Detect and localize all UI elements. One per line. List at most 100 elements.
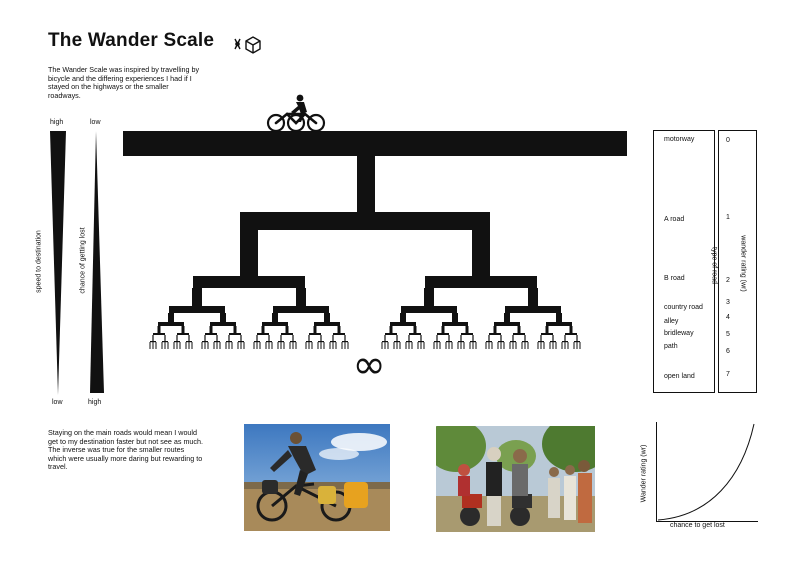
bridleway-drop [164,335,166,341]
alley-drop [493,326,497,334]
rating-value: 2 [726,277,730,284]
path-tip [204,342,206,349]
path-tip [549,342,551,349]
path-tip [411,342,413,349]
path-tip [347,342,349,349]
path-tip [463,342,465,349]
path-bar [434,341,440,343]
path-tip [555,342,557,349]
path-bar [254,341,260,343]
bridleway-bar [333,333,345,335]
path-tip [417,342,419,349]
path-tip [491,342,493,349]
road-type-path: path [664,343,678,350]
path-bar [550,341,556,343]
alley-drop [209,326,213,334]
path-bar [238,341,244,343]
country-road-drop [556,313,562,323]
bridleway-bar [437,333,449,335]
bridleway-drop [292,335,294,341]
path-tip [283,342,285,349]
bridleway-bar [461,333,473,335]
bridleway-drop [540,335,542,341]
rating-value: 5 [726,331,730,338]
rating-column [718,130,757,393]
bridleway-drop [320,335,322,341]
path-tip [472,342,474,349]
path-tip [289,342,291,349]
wander-rating-label: wander rating (wr) [739,235,747,292]
bridleway-bar [513,333,525,335]
road-type-open-land: open land [664,373,695,380]
alley-bar [314,322,340,326]
path-bar [394,341,400,343]
road-type-b-road: B road [664,275,685,282]
path-tip [265,342,267,349]
bridleway-drop [396,335,398,341]
bridleway-drop [436,335,438,341]
path-tip [475,342,477,349]
bridleway-drop [256,335,258,341]
path-tip [317,342,319,349]
path-tip [271,342,273,349]
bridleway-drop [564,335,566,341]
path-tip [527,342,529,349]
a-road-bar [240,212,490,230]
alley-bar [494,322,520,326]
path-bar [418,341,424,343]
bridleway-drop [152,335,154,341]
bridleway-bar [229,333,241,335]
alley-drop [517,326,521,334]
bridleway-drop [216,335,218,341]
alley-bar [442,322,468,326]
path-tip [161,342,163,349]
alley-drop [285,326,289,334]
path-tip [521,342,523,349]
bridleway-bar [153,333,165,335]
path-tip [579,342,581,349]
bridleway-bar [409,333,421,335]
path-tip [457,342,459,349]
road-type-alley: alley [664,318,679,325]
path-tip [436,342,438,349]
path-tip [573,342,575,349]
path-tip [176,342,178,349]
path-tip [451,342,453,349]
cyclist-icon [266,94,326,133]
bridleway-drop [384,335,386,341]
path-tip [497,342,499,349]
path-tip [387,342,389,349]
country-road-drop [168,313,174,323]
path-bar [446,341,452,343]
country-road-drop [324,313,330,323]
bridleway-drop [176,335,178,341]
path-tip [213,342,215,349]
path-tip [329,342,331,349]
path-tip [237,342,239,349]
path-bar [522,341,528,343]
bridleway-drop [512,335,514,341]
page-title: The Wander Scale [48,30,215,51]
alley-drop [441,326,445,334]
bike-parts-icon [234,36,261,54]
path-tip [240,342,242,349]
path-bar [174,341,180,343]
alley-drop [465,326,469,334]
path-bar [162,341,168,343]
lost-wedge [90,131,104,393]
bridleway-drop [240,335,242,341]
path-tip [311,342,313,349]
path-tip [567,342,569,349]
b-road-bar [193,276,305,288]
path-tip [488,342,490,349]
bridleway-drop [188,335,190,341]
b-road-drop [424,288,434,308]
bridleway-drop [460,335,462,341]
bridleway-bar [281,333,293,335]
path-bar [458,341,464,343]
infinity-symbol: ∞ [352,342,386,388]
path-tip [423,342,425,349]
alley-drop [261,326,265,334]
speed-wedge [50,131,66,395]
